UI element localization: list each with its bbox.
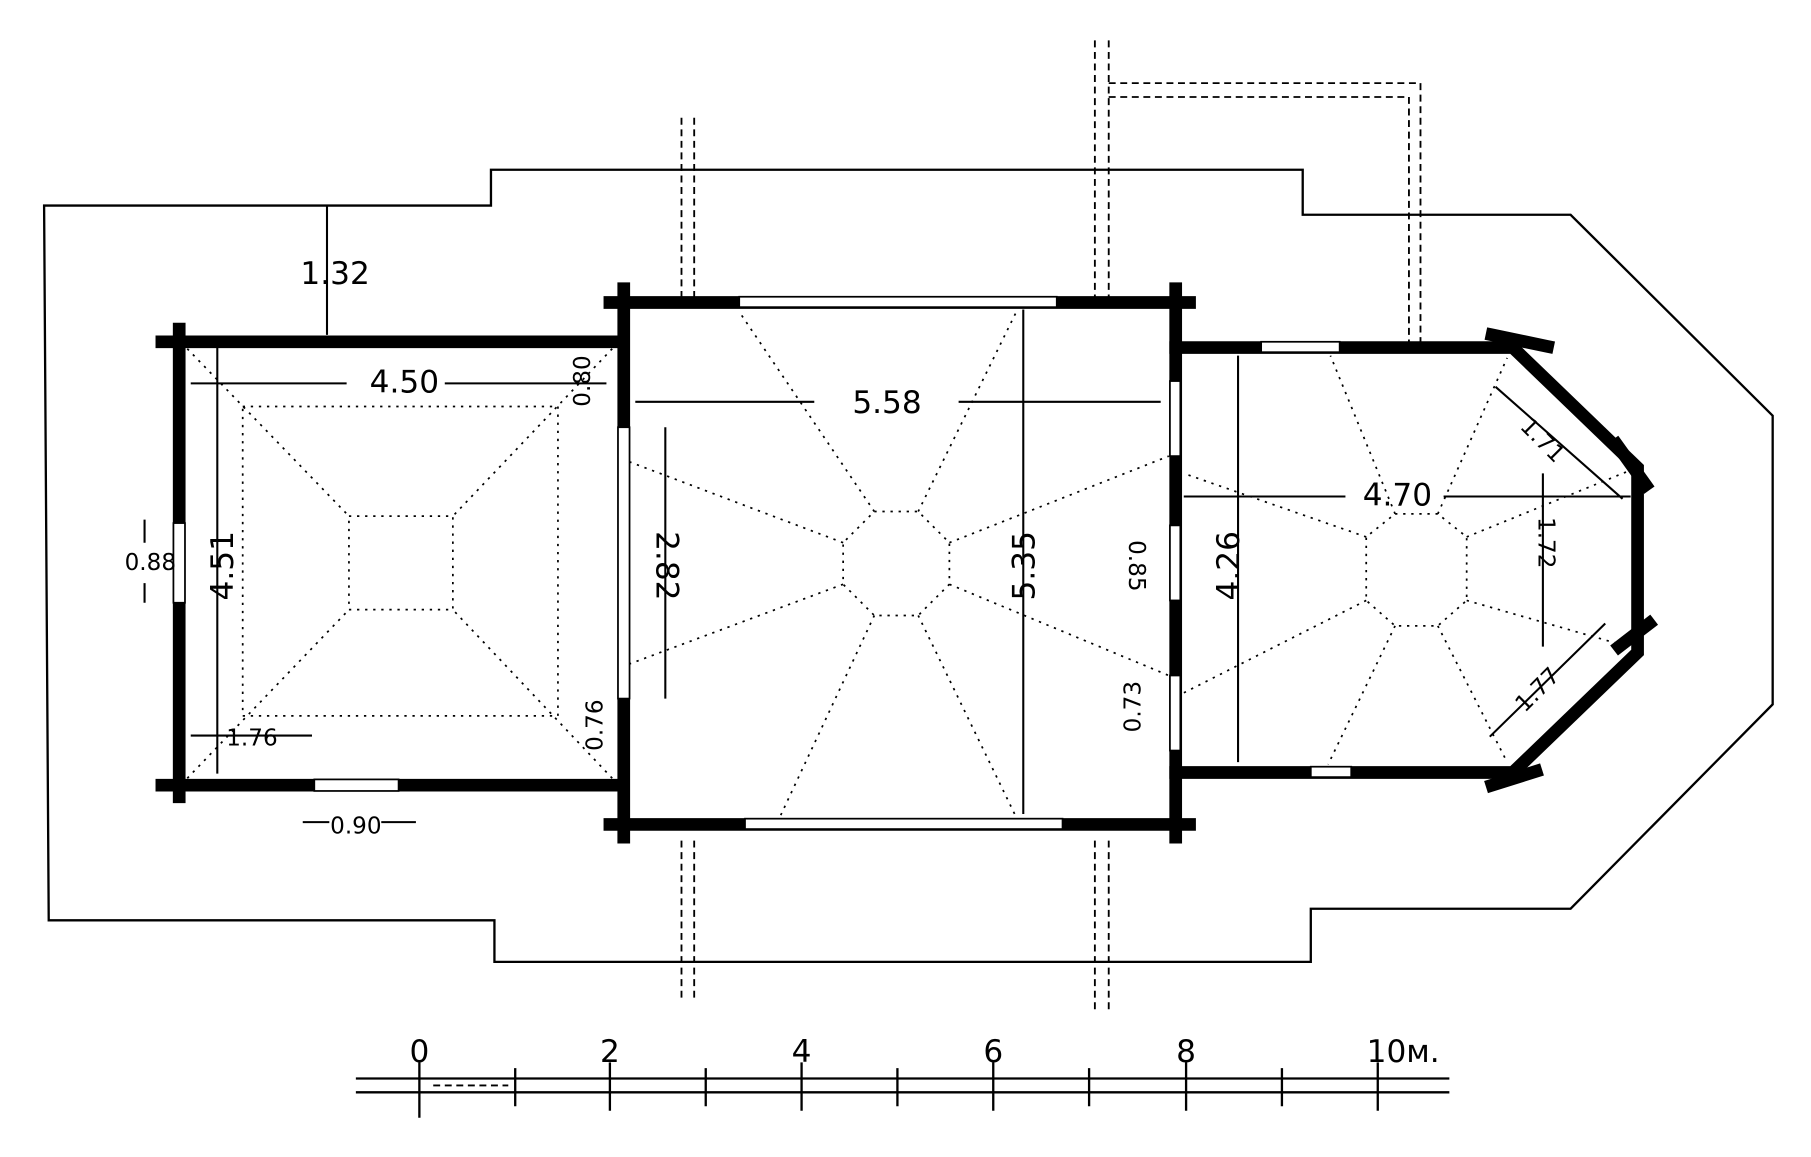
site-outline xyxy=(42,168,1774,964)
scale-tick-10: 10м. xyxy=(1367,1034,1440,1070)
scale-bar: 0 2 4 6 8 10м. xyxy=(355,1034,1450,1118)
dim-5-35: 5.35 xyxy=(1007,531,1043,600)
dim-4-26: 4.26 xyxy=(1211,531,1247,600)
dimension-labels: 1.32 4.50 0.80 5.58 0.88 4.51 2.82 5.35 … xyxy=(125,256,1570,839)
chancel-walls xyxy=(1169,341,1644,779)
scale-tick-2: 2 xyxy=(600,1034,620,1070)
scale-tick-8: 8 xyxy=(1176,1034,1196,1070)
dim-4-70: 4.70 xyxy=(1363,478,1432,514)
dim-5-58: 5.58 xyxy=(852,385,921,421)
dashed-projections xyxy=(680,40,1422,1011)
dim-0-73: 0.73 xyxy=(1121,681,1147,732)
dim-1-76: 1.76 xyxy=(226,726,277,752)
windows xyxy=(172,295,1353,830)
dim-1-72: 1.72 xyxy=(1533,517,1559,568)
dim-0-90: 0.90 xyxy=(330,813,381,839)
dim-0-88: 0.88 xyxy=(125,550,176,576)
dimension-lines xyxy=(143,205,1631,824)
dim-2-82: 2.82 xyxy=(648,531,684,600)
scale-tick-4: 4 xyxy=(792,1034,812,1070)
dim-4-51: 4.51 xyxy=(205,531,241,600)
vault-lines xyxy=(186,311,1629,818)
dim-0-76: 0.76 xyxy=(583,699,609,750)
dim-0-80: 0.80 xyxy=(570,355,596,406)
dim-1-71: 1.71 xyxy=(1515,413,1570,468)
dim-0-85: 0.85 xyxy=(1123,540,1149,591)
scale-tick-0: 0 xyxy=(409,1034,429,1070)
dim-1-32: 1.32 xyxy=(300,256,369,292)
scale-tick-6: 6 xyxy=(983,1034,1003,1070)
nave-walls xyxy=(603,282,1196,844)
dim-4-50: 4.50 xyxy=(370,364,439,400)
